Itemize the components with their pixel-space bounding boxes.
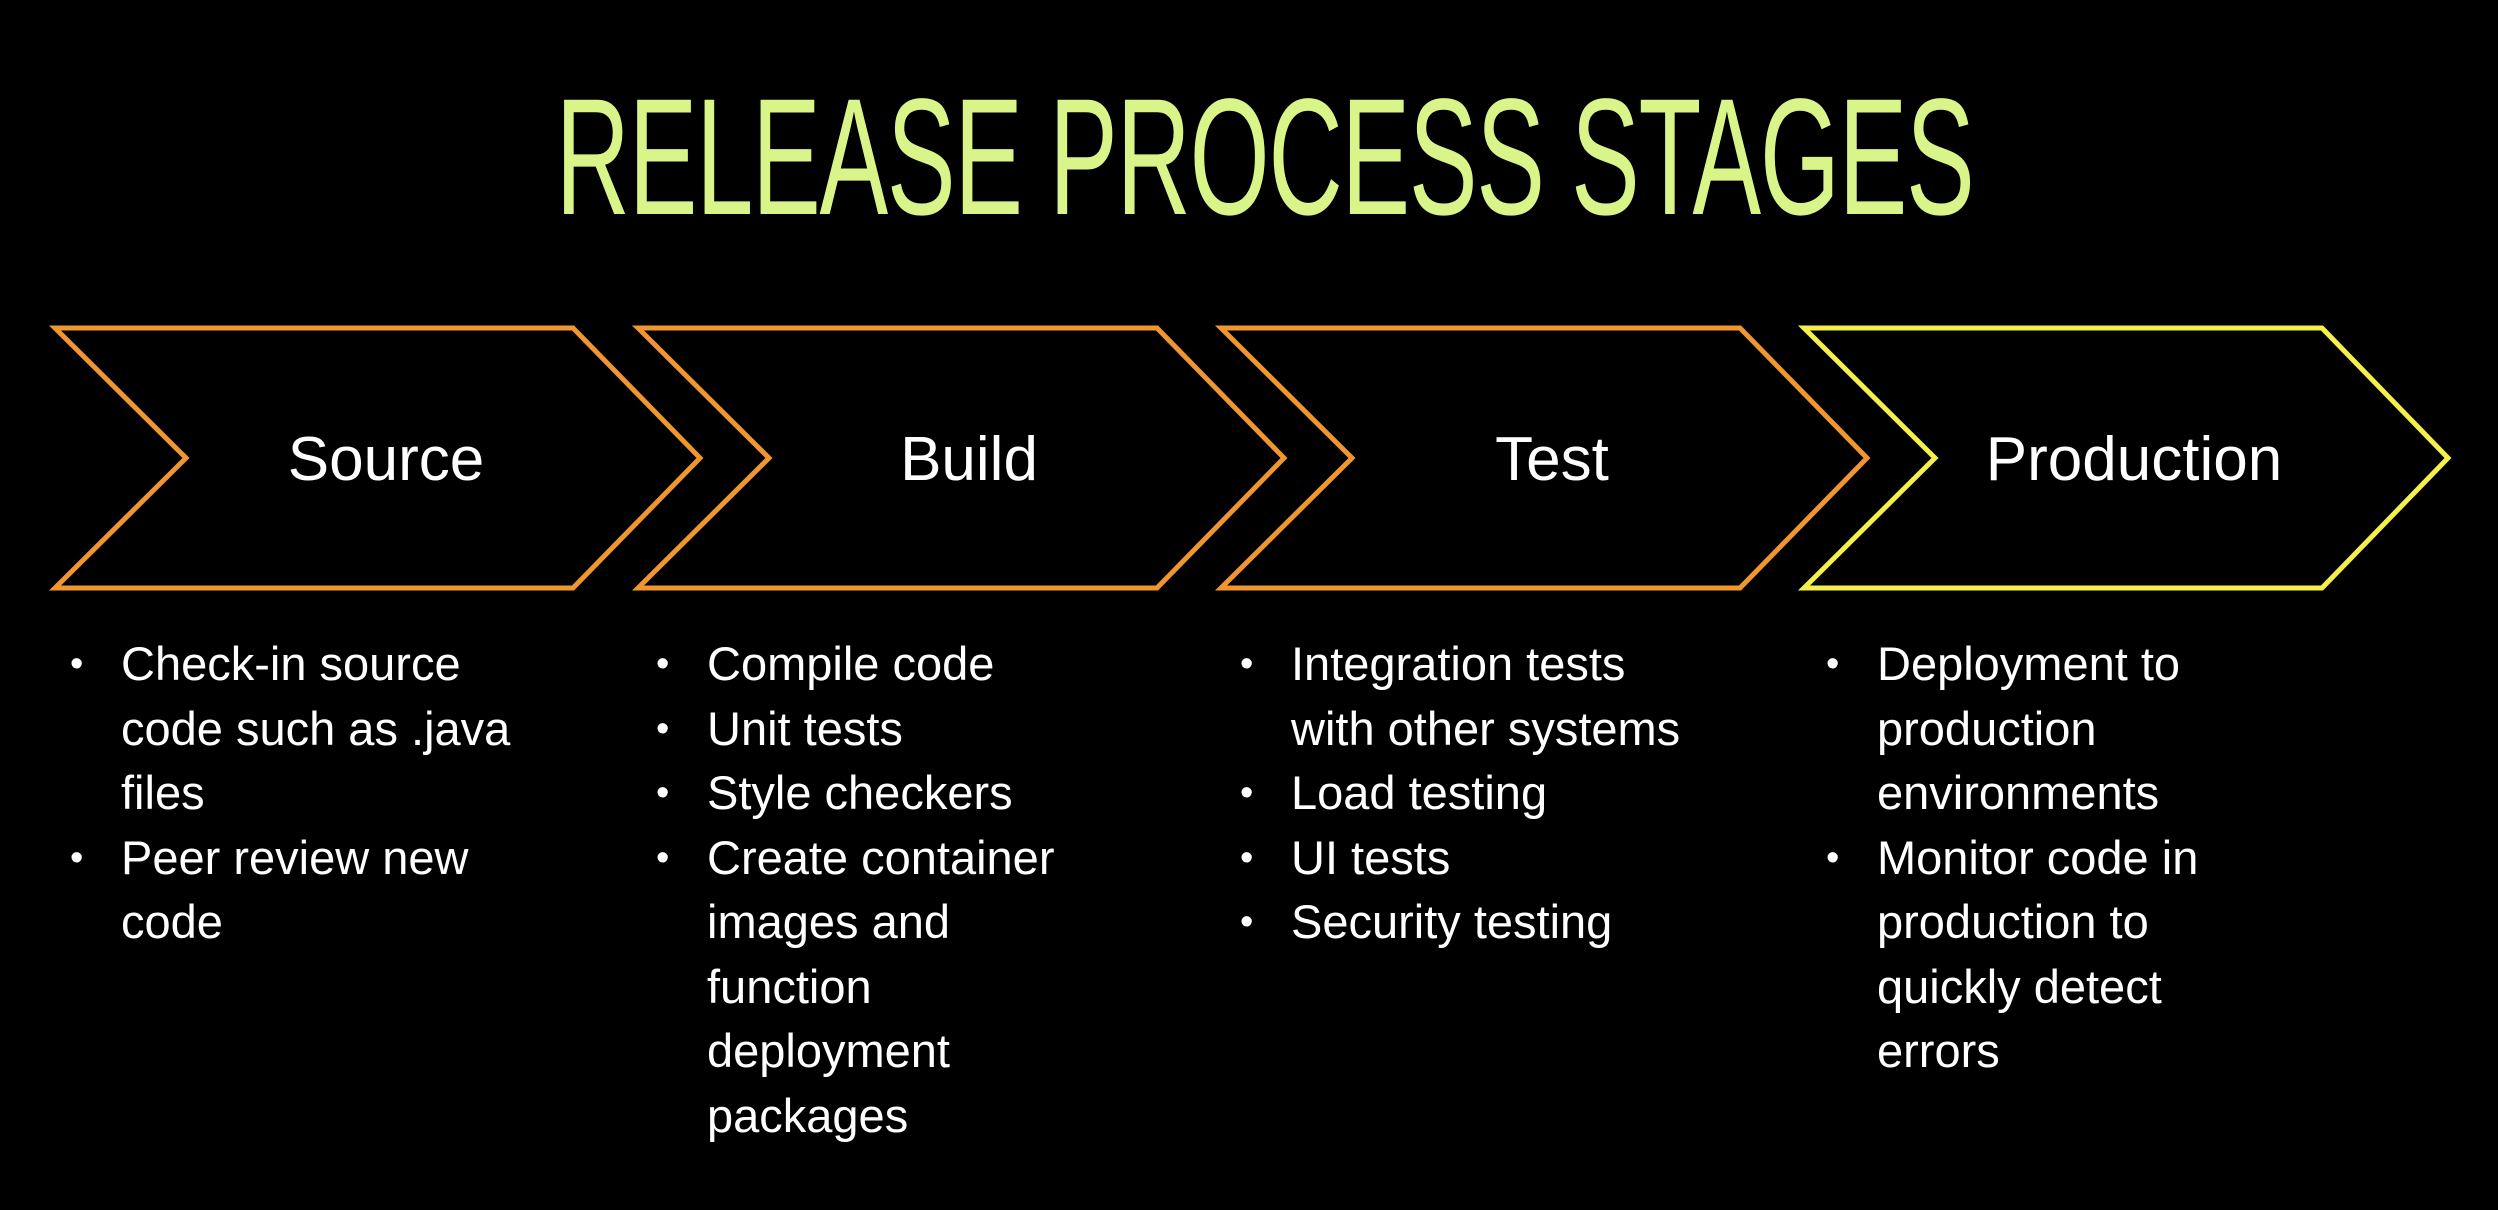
list-item: Create container images and function dep… xyxy=(656,826,1126,1149)
list-item: Style checkers xyxy=(656,761,1126,826)
source-bullet-list: Check-in source code such as .java files… xyxy=(70,632,540,955)
chevron-shape xyxy=(48,325,704,591)
list-item: Unit tests xyxy=(656,697,1126,762)
stage-chevron-source: Source xyxy=(48,325,704,591)
list-item: UI tests xyxy=(1240,826,1710,891)
page-title: RELEASE PROCESS STAGES xyxy=(555,65,1975,250)
list-item: Deployment to production environments xyxy=(1826,632,2296,826)
list-item: Integration tests with other systems xyxy=(1240,632,1710,761)
list-item: Monitor code in production to quickly de… xyxy=(1826,826,2296,1084)
chevron-shape xyxy=(631,325,1288,591)
stage-label-production: Production xyxy=(1986,425,2282,494)
list-item: Compile code xyxy=(656,632,1126,697)
list-item: Load testing xyxy=(1240,761,1710,826)
stage-chevron-test: Test xyxy=(1214,325,1871,591)
chevron-shape xyxy=(1797,325,2452,591)
test-bullet-list: Integration tests with other systems Loa… xyxy=(1240,632,1710,955)
stage-label-source: Source xyxy=(288,425,484,494)
list-item: Check-in source code such as .java files xyxy=(70,632,540,826)
stage-chevron-production: Production xyxy=(1797,325,2452,591)
list-item: Peer review new code xyxy=(70,826,540,955)
chevron-shape xyxy=(1214,325,1871,591)
stage-label-test: Test xyxy=(1495,425,1609,494)
stage-chevron-build: Build xyxy=(631,325,1288,591)
build-bullet-list: Compile code Unit tests Style checkers C… xyxy=(656,632,1126,1148)
list-item: Security testing xyxy=(1240,890,1710,955)
stage-label-build: Build xyxy=(900,425,1038,494)
production-bullet-list: Deployment to production environments Mo… xyxy=(1826,632,2296,1084)
